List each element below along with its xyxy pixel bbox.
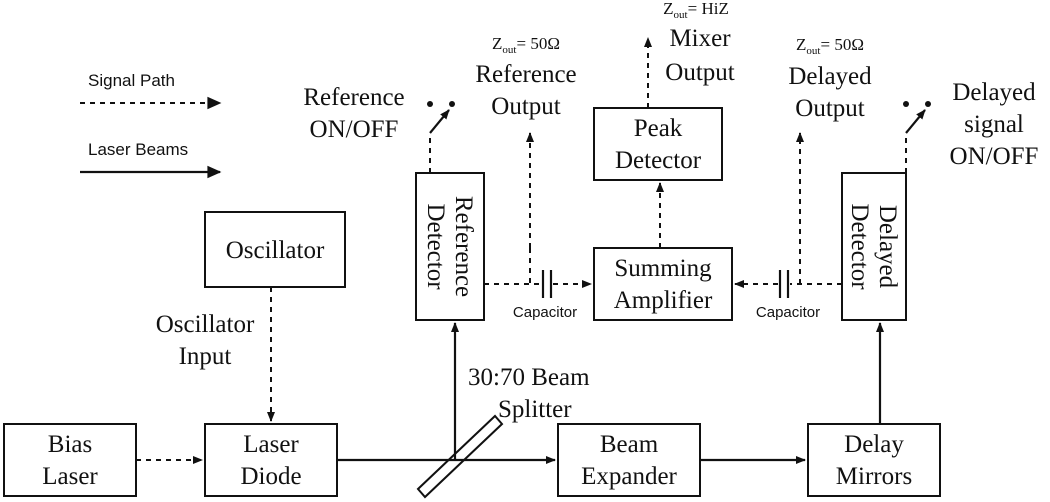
delayed-output-label-line1: Delayed: [788, 63, 872, 90]
delay-mirrors-line2: Mirrors: [836, 463, 912, 490]
beam-expander-line2: Expander: [581, 463, 677, 490]
peak-detector-line2: Detector: [615, 147, 702, 174]
block-peak-detector: Peak Detector: [593, 107, 723, 181]
beam-splitter: [416, 414, 504, 499]
block-summing-amplifier: Summing Amplifier: [593, 247, 733, 321]
delayed-detector-line1: Delayed: [874, 205, 901, 289]
reference-switch-label-line1: Reference: [303, 84, 404, 111]
laser-diode-line1: Laser: [243, 431, 299, 458]
capacitor-left-label: Capacitor: [513, 304, 577, 321]
laser-diode-line2: Diode: [240, 463, 301, 490]
delayed-switch-label-line1: Delayed: [952, 79, 1036, 106]
mixer-output-label-line1: Mixer: [669, 25, 731, 52]
block-delayed-detector: Delayed Detector: [841, 172, 907, 321]
reference-output-label-line1: Reference: [475, 61, 576, 88]
reference-switch-symbol[interactable]: [427, 101, 455, 134]
oscillator-label: Oscillator: [226, 237, 325, 264]
capacitor-right-symbol: [778, 270, 790, 298]
block-laser-diode: Laser Diode: [204, 423, 338, 497]
legend-signal-path-label: Signal Path: [88, 71, 175, 90]
legend: Signal Path Laser Beams: [80, 71, 222, 179]
reference-detector-line1: Reference: [450, 196, 477, 297]
legend-laser-beams-label: Laser Beams: [88, 140, 188, 159]
capacitor-left-symbol: [541, 270, 553, 298]
summing-amplifier-line2: Amplifier: [614, 287, 713, 314]
oscillator-input-label-line1: Oscillator: [156, 311, 255, 338]
capacitor-right-label: Capacitor: [756, 304, 820, 321]
mixer-output-label-line2: Output: [665, 59, 735, 86]
beam-splitter-plate: [416, 414, 504, 499]
bias-laser-line2: Laser: [42, 463, 98, 490]
beam-splitter-label-line2: Splitter: [498, 396, 572, 423]
delayed-switch-label-line3: ON/OFF: [950, 143, 1039, 170]
zout-reference: Zout= 50Ω: [492, 34, 560, 56]
bias-laser-line1: Bias: [48, 431, 92, 458]
reference-switch-label-line2: ON/OFF: [310, 116, 399, 143]
delayed-output-label-line2: Output: [795, 95, 865, 122]
delayed-switch-label-line2: signal: [964, 111, 1024, 138]
block-bias-laser: Bias Laser: [3, 423, 137, 497]
delayed-detector-line2: Detector: [846, 203, 873, 290]
block-reference-detector: Reference Detector: [415, 172, 485, 321]
oscillator-input-label-line2: Input: [179, 343, 232, 370]
reference-detector-line2: Detector: [422, 203, 449, 290]
zout-delayed: Zout= 50Ω: [796, 35, 864, 57]
peak-detector-line1: Peak: [634, 115, 683, 142]
block-oscillator: Oscillator: [204, 211, 346, 288]
reference-output-label-line2: Output: [491, 93, 561, 120]
delay-mirrors-line1: Delay: [844, 431, 904, 458]
delayed-switch-symbol[interactable]: [903, 101, 931, 134]
block-beam-expander: Beam Expander: [557, 423, 701, 497]
block-delay-mirrors: Delay Mirrors: [807, 423, 941, 497]
beam-expander-line1: Beam: [600, 431, 659, 458]
zout-mixer: Zout= HiZ: [663, 0, 729, 21]
summing-amplifier-line1: Summing: [614, 255, 712, 282]
beam-splitter-label-line1: 30:70 Beam: [468, 364, 590, 391]
